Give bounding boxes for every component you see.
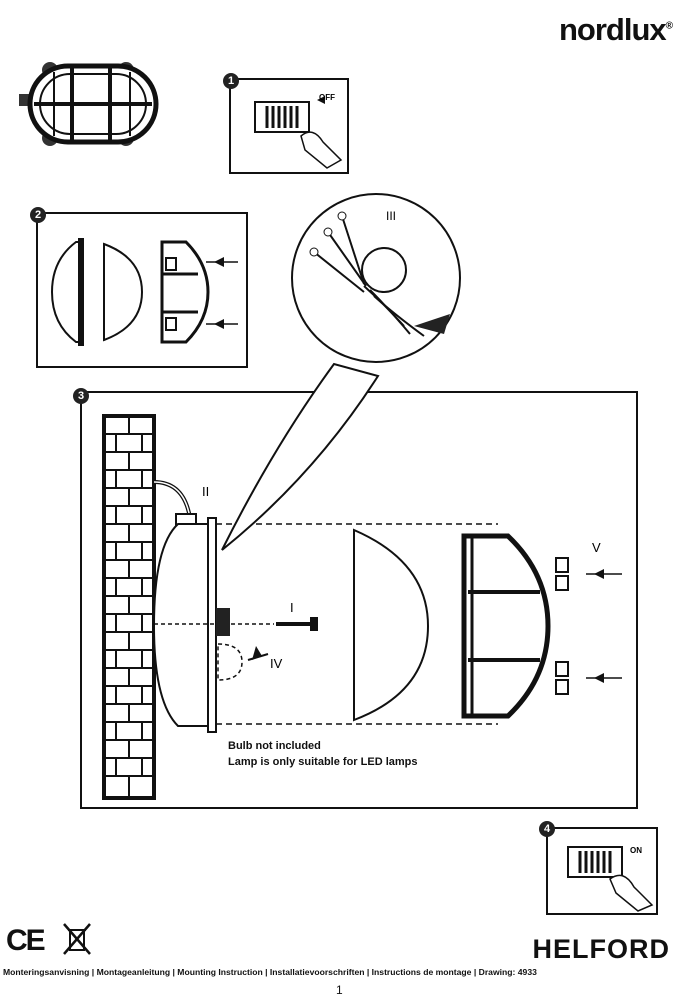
brand-mark: ® [665,20,673,32]
crossed-bin-icon [63,923,91,955]
step-2-panel [36,212,248,368]
brand-name: nordlux [558,12,667,47]
ce-mark: CE [6,924,46,957]
fuse-on-illustration: ON [567,846,654,912]
label-screw-i: I [290,600,294,615]
step-1-off-text: OFF [319,93,335,102]
step-3-badge: 3 [73,388,89,404]
page-number: 1 [336,983,343,997]
step-4-panel: ON [546,827,658,915]
label-detail-iii: III [386,209,396,223]
wiring-detail-callout: III [221,193,461,551]
step-2-badge: 2 [30,207,46,223]
product-name: HELFORD [532,934,670,964]
step-4-on-text: ON [630,846,642,855]
footer-languages: Monteringsanvisning | Montageanleitung |… [3,967,537,977]
brand-logo: nordlux® [558,12,673,48]
wall-mounting-illustration: I IV II V [102,414,622,800]
label-wall-ii: II [202,484,209,499]
fuse-off-illustration: OFF [254,93,343,169]
label-screws-v: V [592,540,601,555]
note-led-only: Lamp is only suitable for LED lamps [228,756,418,768]
step-4-badge: 4 [539,821,555,837]
disassembly-illustration [50,238,238,346]
step-1-panel: OFF [229,78,349,174]
step-1-badge: 1 [223,73,239,89]
brick-wall [102,414,156,800]
note-bulb-not-included: Bulb not included [228,740,321,752]
fixture-overview-illustration [19,62,159,146]
label-bulb-iv: IV [270,656,283,671]
